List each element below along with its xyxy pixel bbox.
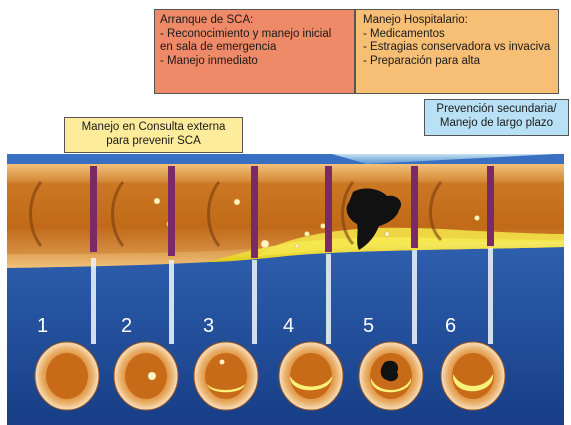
hospital-management-line-3: - Preparación para alta	[363, 55, 551, 69]
stage-number-3: 3	[203, 315, 214, 337]
stage-number-2: 2	[121, 315, 132, 337]
cross-section-2	[114, 342, 178, 410]
artery-progression-illustration: 1 2 3 4 5 6	[7, 154, 564, 425]
stage-number-4: 4	[283, 315, 294, 337]
cross-section-4	[279, 342, 343, 410]
hospital-management-line-2: - Estragias conservadora vs invaciva	[363, 41, 551, 55]
sca-onset-line-1: - Reconocimiento y manejo inicial	[160, 28, 349, 42]
sca-onset-title: Arranque de SCA:	[160, 14, 349, 28]
cross-section-3	[194, 342, 258, 410]
secondary-prevention-line-1: Prevención secundaria/	[429, 103, 564, 117]
sca-onset-box: Arranque de SCA: - Reconocimiento y mane…	[154, 9, 355, 94]
sca-onset-line-3: - Manejo inmediato	[160, 55, 349, 69]
cross-section-6	[441, 342, 505, 410]
outpatient-management-box: Manejo en Consulta externa para prevenir…	[64, 117, 243, 153]
stage-number-6: 6	[445, 315, 456, 337]
cross-section-1	[35, 342, 99, 410]
outpatient-line-2: para prevenir SCA	[69, 135, 238, 149]
stage-number-1: 1	[37, 315, 48, 337]
stage-number-5: 5	[363, 315, 374, 337]
hospital-management-box: Manejo Hospitalario: - Medicamentos - Es…	[355, 9, 559, 94]
secondary-prevention-box: Prevención secundaria/ Manejo de largo p…	[424, 99, 569, 136]
outpatient-line-1: Manejo en Consulta externa	[69, 121, 238, 135]
hospital-management-title: Manejo Hospitalario:	[363, 14, 551, 28]
hospital-management-line-1: - Medicamentos	[363, 28, 551, 42]
secondary-prevention-line-2: Manejo de largo plazo	[429, 117, 564, 131]
sca-onset-line-2: en sala de emergencia	[160, 41, 349, 55]
cross-section-5	[359, 342, 423, 410]
